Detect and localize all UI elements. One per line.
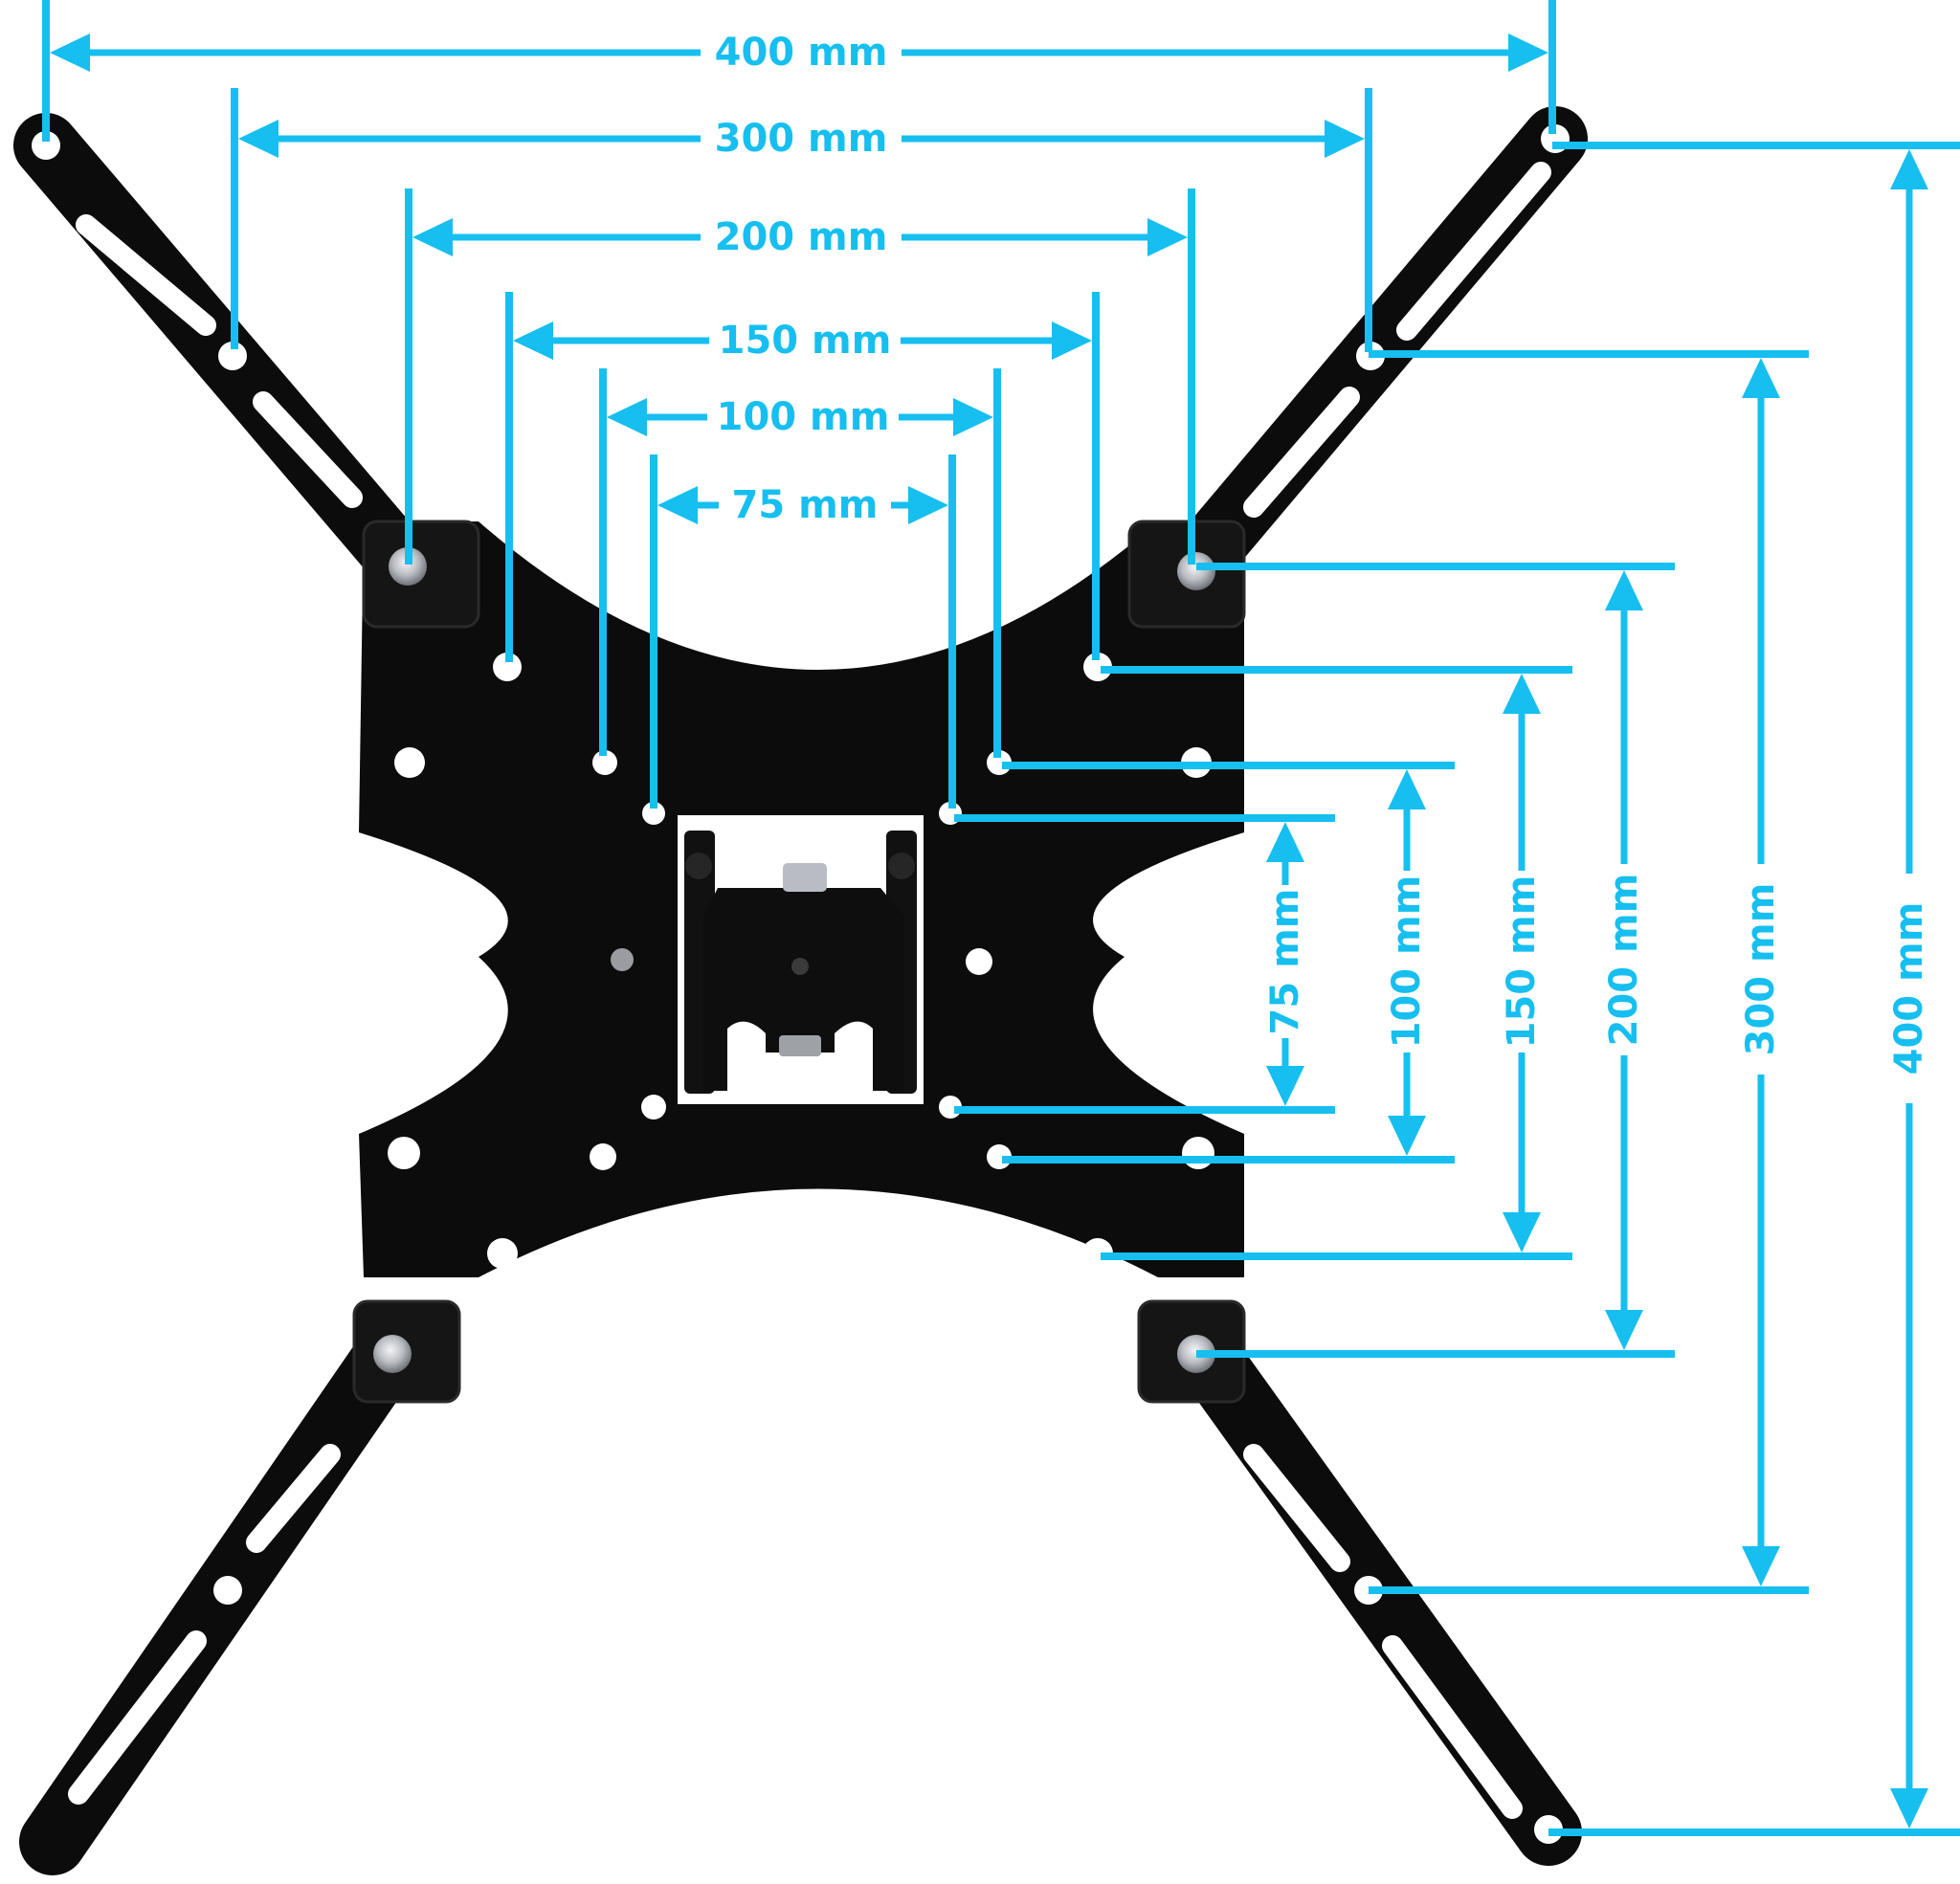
slot-tl-1 <box>76 214 216 336</box>
dim-h100-arrow-left <box>607 398 647 436</box>
dim-v100-label: 100 mm <box>1385 876 1429 1049</box>
dim-v75-arrow-down <box>1266 1066 1304 1106</box>
dim-h150-label: 150 mm <box>719 319 892 363</box>
dim-h100-label: 100 mm <box>717 395 890 439</box>
dim-v100-arrow-up <box>1388 769 1426 809</box>
tilt-knob-left <box>685 853 712 879</box>
tilt-top-bolt <box>783 863 827 892</box>
dim-v400-label: 400 mm <box>1887 902 1931 1075</box>
hole-100-tl <box>592 750 617 775</box>
dim-h200-arrow-left <box>412 218 453 256</box>
hole-mid-r <box>966 948 992 975</box>
dim-h400-arrow-left <box>50 33 90 72</box>
hole-side-tl <box>394 747 425 778</box>
dim-h300-arrow-left <box>238 120 278 158</box>
hole-side-br <box>1182 1137 1214 1169</box>
dim-h75-arrow-right <box>908 486 948 524</box>
dimension-overlay: 400 mm 300 mm 200 mm 150 mm 100 mm 75 mm 75 mm… <box>42 0 1960 1836</box>
dim-v200-arrow-up <box>1605 570 1643 610</box>
tilt-head <box>703 888 904 1091</box>
dim-v100-arrow-down <box>1388 1116 1426 1156</box>
tilt-bottom-bolt <box>779 1035 821 1056</box>
slot-tr-2 <box>1243 387 1360 518</box>
dim-v150-arrow-down <box>1503 1212 1541 1252</box>
dim-h400-arrow-right <box>1508 33 1548 72</box>
hole-arm-tl-end <box>32 131 60 160</box>
dim-v200-arrow-down <box>1605 1310 1643 1350</box>
dim-h75-arrow-left <box>657 486 698 524</box>
slot-bl-1 <box>246 1444 341 1553</box>
bolt-top-right <box>1177 552 1215 590</box>
slot-br-2 <box>1382 1635 1523 1819</box>
dim-v300-arrow-up <box>1742 358 1780 398</box>
hole-100-bl <box>590 1143 616 1170</box>
dim-h400-label: 400 mm <box>715 31 888 75</box>
bolt-bottom-left <box>373 1335 412 1373</box>
slot-br-1 <box>1243 1444 1350 1572</box>
dim-v75-label: 75 mm <box>1263 889 1307 1035</box>
dim-v400-arrow-down <box>1890 1788 1928 1829</box>
tv-wall-mount-bracket <box>13 106 1588 1875</box>
hole-arm-tl-300 <box>218 342 247 370</box>
hole-arm-bl-mid <box>213 1576 242 1605</box>
hole-75-bl <box>641 1095 666 1119</box>
dim-h150-arrow-right <box>1052 321 1092 360</box>
dim-h150-arrow-left <box>513 321 553 360</box>
dim-h300-arrow-right <box>1325 120 1365 158</box>
dim-v300-arrow-down <box>1742 1546 1780 1586</box>
hole-150-tl <box>493 653 522 681</box>
dim-h300-label: 300 mm <box>715 117 888 161</box>
slot-tl-2 <box>253 391 363 508</box>
dim-v300-label: 300 mm <box>1739 883 1783 1056</box>
arm-slots <box>68 162 1551 1819</box>
slot-tr-1 <box>1396 162 1551 341</box>
hole-75-tl <box>642 802 665 825</box>
dim-v150-arrow-up <box>1503 674 1541 714</box>
dim-v75-arrow-up <box>1266 822 1304 862</box>
dim-h200-arrow-right <box>1147 218 1188 256</box>
dim-h100-arrow-right <box>953 398 993 436</box>
stud-left <box>611 948 634 971</box>
hole-side-bl <box>388 1137 420 1169</box>
dim-v400-arrow-up <box>1890 149 1928 189</box>
dim-h200-label: 200 mm <box>715 215 888 259</box>
dim-v200-label: 200 mm <box>1602 874 1646 1047</box>
hole-150-bl <box>487 1238 518 1269</box>
dim-v150-label: 150 mm <box>1500 876 1544 1049</box>
tilt-bracket <box>678 815 924 1104</box>
tilt-knob-right <box>888 853 915 879</box>
hole-150-tr <box>1083 653 1112 681</box>
slot-bl-2 <box>68 1630 207 1805</box>
bolt-top-left <box>389 547 427 586</box>
tilt-center-hole <box>791 958 809 975</box>
bolts <box>373 547 1215 1373</box>
hole-150-br <box>1082 1238 1113 1269</box>
dim-h75-label: 75 mm <box>732 483 879 527</box>
